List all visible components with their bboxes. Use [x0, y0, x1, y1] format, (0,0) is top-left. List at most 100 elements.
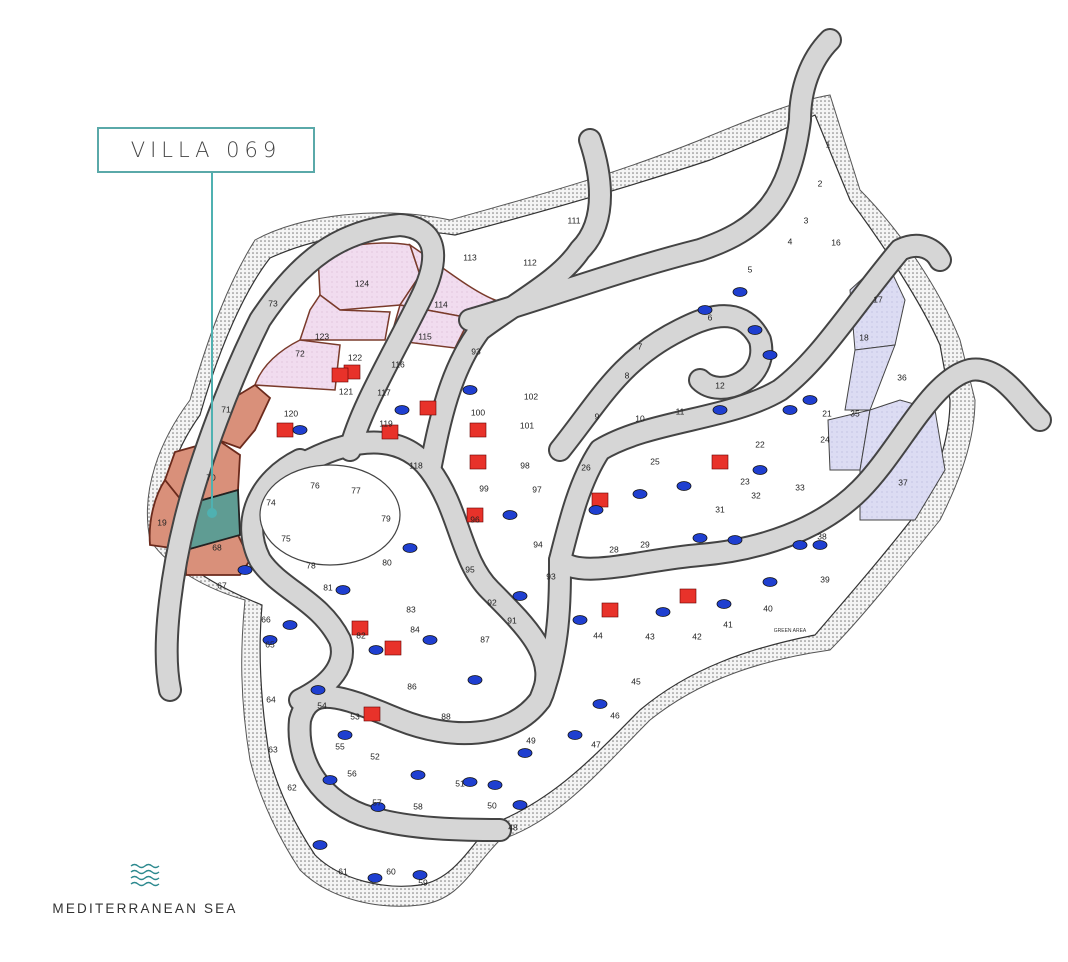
plot-number-119[interactable]: 119 [379, 418, 393, 428]
plot-number-94[interactable]: 94 [533, 539, 543, 549]
plot-number-24[interactable]: 24 [820, 434, 830, 444]
plot-number-62[interactable]: 62 [287, 782, 297, 792]
plot-number-36[interactable]: 36 [897, 372, 907, 382]
plot-number-97[interactable]: 97 [532, 484, 542, 494]
plot-number-88[interactable]: 88 [441, 711, 451, 721]
plot-number-51[interactable]: 51 [455, 778, 465, 788]
plot-number-72[interactable]: 72 [295, 348, 305, 358]
plot-number-112[interactable]: 112 [523, 257, 537, 267]
plot-number-21[interactable]: 21 [822, 408, 832, 418]
plot-number-53[interactable]: 53 [350, 711, 360, 721]
plot-number-67[interactable]: 67 [217, 580, 227, 590]
plot-number-59[interactable]: 59 [418, 877, 428, 887]
plot-number-31[interactable]: 31 [715, 504, 725, 514]
plot-number-113[interactable]: 113 [463, 252, 477, 262]
plot-number-19[interactable]: 19 [157, 517, 167, 527]
plot-number-17[interactable]: 17 [873, 294, 883, 304]
plot-number-63[interactable]: 63 [268, 744, 278, 754]
plot-number-92[interactable]: 92 [487, 597, 497, 607]
plot-number-76[interactable]: 76 [310, 480, 320, 490]
plot-number-79[interactable]: 79 [381, 513, 391, 523]
plot-number-116[interactable]: 116 [391, 359, 405, 369]
plot-number-50[interactable]: 50 [487, 800, 497, 810]
plot-number-73[interactable]: 73 [268, 298, 278, 308]
plot-number-35[interactable]: 35 [850, 408, 860, 418]
plot-number-28[interactable]: 28 [609, 544, 619, 554]
plot-number-49[interactable]: 49 [526, 735, 536, 745]
plot-number-12[interactable]: 12 [715, 380, 725, 390]
plot-number-3[interactable]: 3 [804, 215, 809, 225]
plot-number-120[interactable]: 120 [284, 408, 298, 418]
plot-number-121[interactable]: 121 [339, 386, 353, 396]
plot-number-95[interactable]: 95 [465, 564, 475, 574]
plot-number-43[interactable]: 43 [645, 631, 655, 641]
plot-number-48[interactable]: 48 [508, 822, 518, 832]
plot-number-4[interactable]: 4 [788, 236, 793, 246]
plot-number-41[interactable]: 41 [723, 619, 733, 629]
plot-number-123[interactable]: 123 [315, 331, 329, 341]
plot-number-75[interactable]: 75 [281, 533, 291, 543]
plot-number-38[interactable]: 38 [817, 531, 827, 541]
plot-number-122[interactable]: 122 [348, 352, 362, 362]
plot-number-29[interactable]: 29 [640, 539, 650, 549]
plot-number-40[interactable]: 40 [763, 603, 773, 613]
plot-number-80[interactable]: 80 [382, 557, 392, 567]
plot-number-93[interactable]: 93 [471, 346, 481, 356]
plot-number-118[interactable]: 118 [409, 460, 423, 470]
plot-number-81[interactable]: 81 [323, 582, 333, 592]
plot-number-7[interactable]: 7 [638, 341, 643, 351]
plot-number-87[interactable]: 87 [480, 634, 490, 644]
plot-number-6[interactable]: 6 [708, 312, 713, 322]
plot-number-8[interactable]: 8 [625, 370, 630, 380]
plot-number-55[interactable]: 55 [335, 741, 345, 751]
plot-number-82[interactable]: 82 [356, 630, 366, 640]
plot-number-99[interactable]: 99 [479, 483, 489, 493]
plot-number-96[interactable]: 96 [470, 514, 480, 524]
plot-number-2[interactable]: 2 [818, 178, 823, 188]
plot-number-5[interactable]: 5 [748, 264, 753, 274]
plot-number-101[interactable]: 101 [520, 420, 534, 430]
plot-number-33[interactable]: 33 [795, 482, 805, 492]
plot-number-98[interactable]: 98 [520, 460, 530, 470]
plot-number-9[interactable]: 9 [595, 411, 600, 421]
plot-number-65[interactable]: 65 [265, 639, 275, 649]
plot-number-32[interactable]: 32 [751, 490, 761, 500]
plot-number-66[interactable]: 66 [261, 614, 271, 624]
plot-number-124[interactable]: 124 [355, 278, 369, 288]
plot-number-18[interactable]: 18 [859, 332, 869, 342]
plot-number-68[interactable]: 68 [212, 542, 222, 552]
plot-number-39[interactable]: 39 [820, 574, 830, 584]
plot-number-77[interactable]: 77 [351, 485, 361, 495]
plot-number-58[interactable]: 58 [413, 801, 423, 811]
plot-number-100[interactable]: 100 [471, 407, 485, 417]
plot-number-102[interactable]: 102 [524, 391, 538, 401]
plot-number-37[interactable]: 37 [898, 477, 908, 487]
plot-number-1[interactable]: 1 [826, 139, 831, 149]
plot-number-10[interactable]: 10 [635, 413, 645, 423]
plot-number-78[interactable]: 78 [306, 560, 316, 570]
plot-number-23[interactable]: 23 [740, 476, 750, 486]
plot-number-83[interactable]: 83 [406, 604, 416, 614]
plot-number-60[interactable]: 60 [386, 866, 396, 876]
plot-number-54[interactable]: 54 [317, 700, 327, 710]
plot-number-16[interactable]: 16 [831, 237, 841, 247]
plot-number-52[interactable]: 52 [370, 751, 380, 761]
plot-number-84[interactable]: 84 [410, 624, 420, 634]
plot-number-117[interactable]: 117 [377, 387, 391, 397]
plot-number-115[interactable]: 115 [418, 331, 432, 341]
plot-number-71[interactable]: 71 [221, 404, 231, 414]
plot-number-114[interactable]: 114 [434, 299, 448, 309]
plot-number-11[interactable]: 11 [676, 406, 685, 416]
plot-number-25[interactable]: 25 [650, 456, 660, 466]
plot-number-86[interactable]: 86 [407, 681, 417, 691]
plot-number-42[interactable]: 42 [692, 631, 702, 641]
plot-number-61[interactable]: 61 [338, 866, 348, 876]
plot-number-45[interactable]: 45 [631, 676, 641, 686]
plot-number-47[interactable]: 47 [591, 739, 601, 749]
plot-number-64[interactable]: 64 [266, 694, 276, 704]
plot-number-91[interactable]: 91 [507, 615, 517, 625]
plot-number-22[interactable]: 22 [755, 439, 765, 449]
plot-number-44[interactable]: 44 [593, 630, 603, 640]
plot-number-111[interactable]: 111 [568, 215, 581, 225]
plot-number-26[interactable]: 26 [581, 462, 591, 472]
